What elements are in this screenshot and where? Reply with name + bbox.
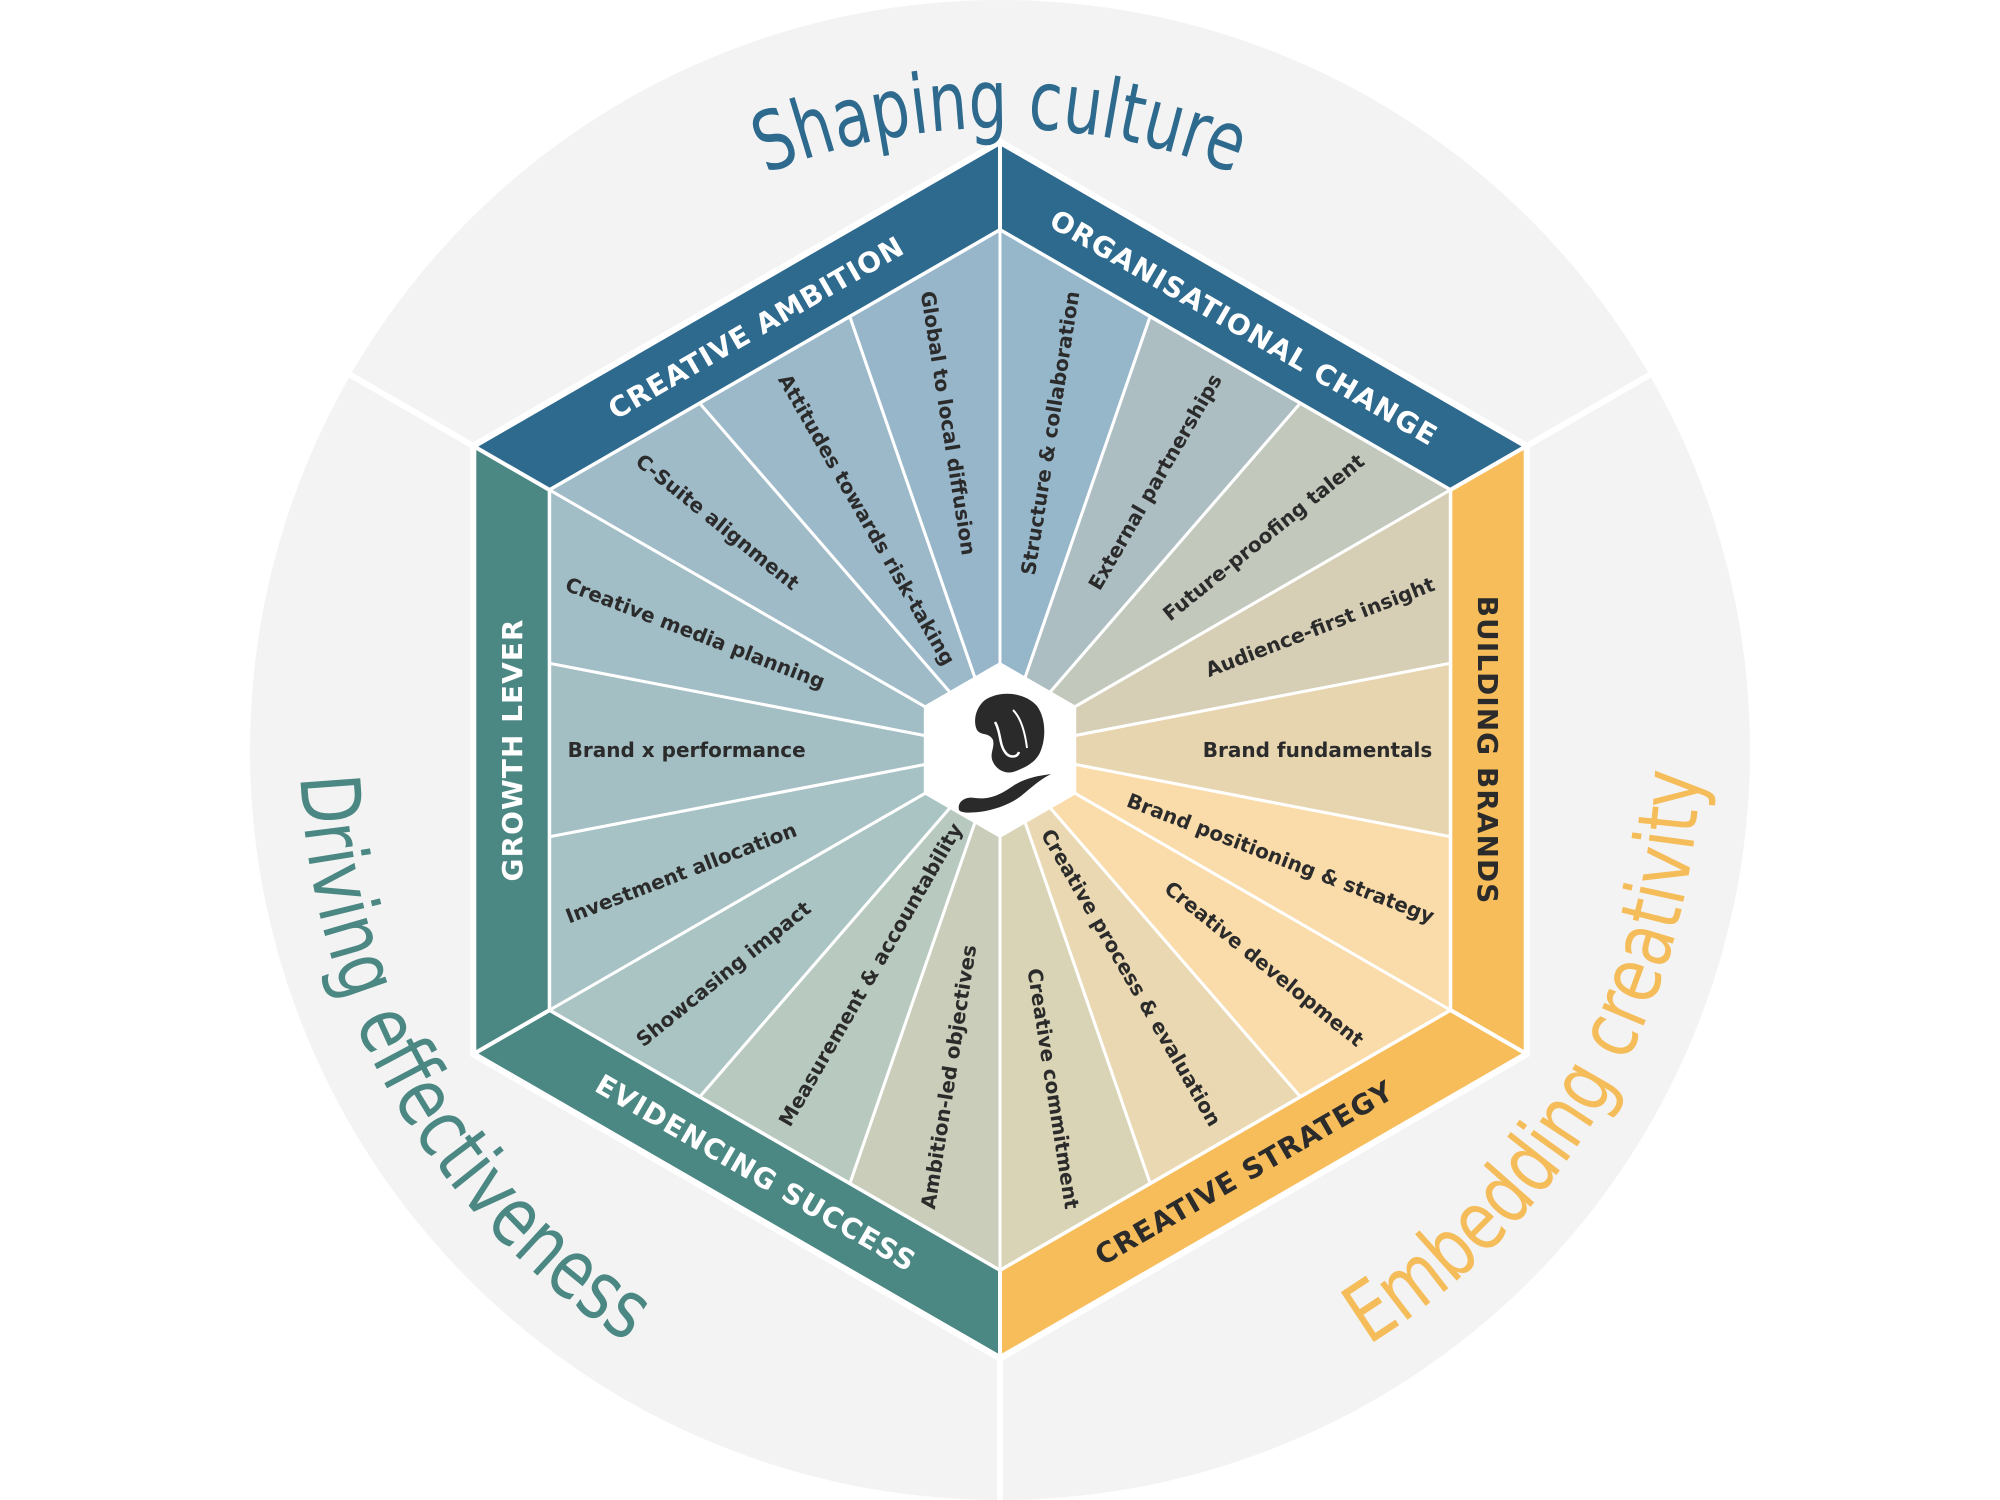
band-label-growth-lever: GROWTH LEVER [496,619,529,882]
segment-divider [1524,367,1660,450]
wedge-global-to-local-diffusion [848,228,1002,752]
lion-logo-icon [958,693,1051,813]
hexagon-layer [470,138,1530,1362]
center-hexagon [923,662,1077,838]
band-label-building-brands: BUILDING BRANDS [1471,596,1504,905]
segment-divider [340,367,476,450]
wedge-label-brand-x-performance: Brand x performance [568,738,806,762]
wedge-label-brand-fundamentals: Brand fundamentals [1203,738,1433,762]
